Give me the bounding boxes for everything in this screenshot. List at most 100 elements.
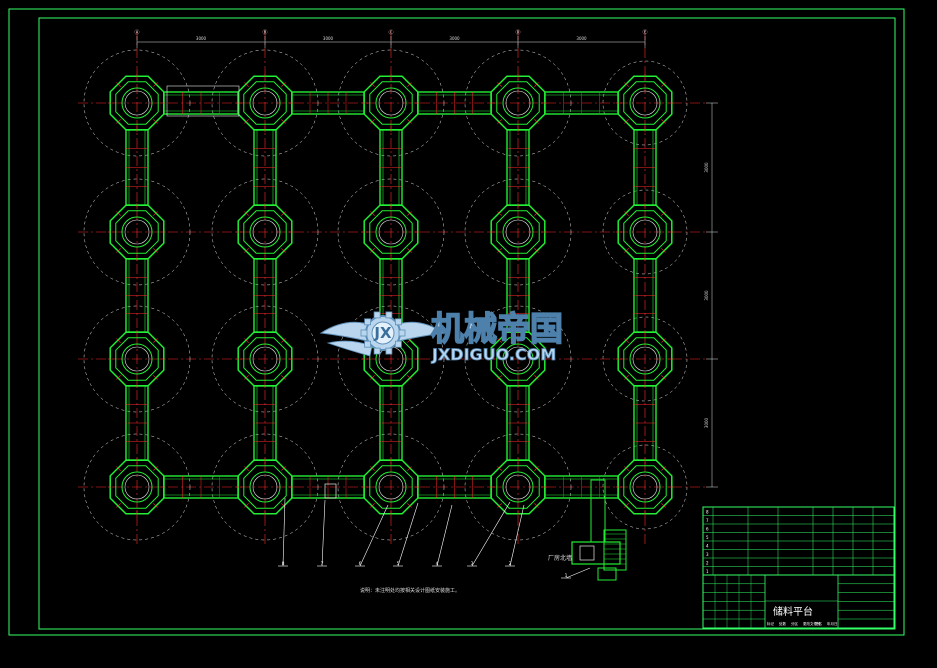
node-gusset (244, 375, 249, 380)
node-bore (124, 219, 150, 245)
section-detail (166, 85, 240, 117)
watermark-wings (319, 311, 446, 357)
node-gusset (153, 211, 158, 216)
silo-node (236, 458, 294, 516)
title-block: 87654321标记处数分区更改文件号签名年月日 (702, 506, 895, 629)
node-gusset (661, 338, 666, 343)
footer-label: 分区 (791, 621, 799, 626)
node-ring (375, 471, 407, 503)
footer-label: 签名 (815, 621, 822, 626)
node-gusset (497, 211, 502, 216)
node-gusset (624, 119, 629, 124)
silo-node (108, 203, 166, 261)
node-gusset (624, 82, 629, 87)
node-ring (375, 87, 407, 119)
silo-circle (211, 49, 319, 157)
node-gusset (534, 82, 539, 87)
node-gusset (497, 248, 502, 253)
wing-left-lower (326, 340, 373, 357)
node-gusset (153, 375, 158, 380)
node-gusset (370, 211, 375, 216)
node-inner-octagon (623, 465, 667, 509)
gear-tooth (364, 318, 372, 326)
node-inner-octagon (115, 81, 159, 125)
drawing-frame (8, 8, 905, 636)
node-gusset (370, 503, 375, 508)
silo-node (362, 74, 420, 132)
silo-circle (464, 178, 572, 286)
hatch-block (324, 483, 337, 499)
rev-row-number: 4 (706, 544, 709, 549)
node-ring (629, 471, 661, 503)
node-gusset (116, 248, 121, 253)
node-ring (629, 343, 661, 375)
footer-label: 更改文件号 (803, 621, 821, 626)
leader-line (359, 504, 389, 567)
silo-node (489, 330, 547, 388)
node-gusset (281, 375, 286, 380)
silo-node (616, 458, 674, 516)
node-bore (252, 219, 278, 245)
node-bore (378, 219, 404, 245)
node-outer-octagon (617, 459, 673, 515)
silo-circle (602, 60, 688, 146)
node-outer-octagon (490, 331, 546, 387)
part-number: 4 (436, 561, 439, 567)
node-gusset (497, 503, 502, 508)
node-gusset (497, 119, 502, 124)
node-inner-octagon (115, 210, 159, 254)
gear-hub (371, 321, 395, 345)
node-inner-octagon (115, 465, 159, 509)
node-inner-octagon (115, 337, 159, 381)
column-tag: Ⓑ (262, 29, 267, 36)
node-bore (632, 346, 658, 372)
node-gusset (370, 248, 375, 253)
dim-text-right: 3000 (704, 417, 709, 428)
node-bore (632, 90, 658, 116)
node-bore (252, 474, 278, 500)
node-bore (505, 346, 531, 372)
node-gusset (661, 119, 666, 124)
silo-circle (211, 305, 319, 413)
node-gusset (153, 248, 158, 253)
silo-node (616, 330, 674, 388)
node-gusset (661, 466, 666, 471)
node-gusset (407, 338, 412, 343)
node-bore (124, 346, 150, 372)
leader-line (471, 501, 511, 567)
stair-frame (603, 529, 627, 571)
node-gusset (370, 119, 375, 124)
silo-circle (464, 433, 572, 541)
dim-text-top: 3000 (323, 36, 334, 41)
silo-node (489, 74, 547, 132)
part-number: 3 (471, 561, 474, 567)
node-gusset (661, 211, 666, 216)
silo-circle (602, 316, 688, 402)
node-gusset (407, 466, 412, 471)
node-gusset (407, 82, 412, 87)
node-gusset (661, 82, 666, 87)
node-bore (124, 474, 150, 500)
node-outer-octagon (109, 331, 165, 387)
drawing-name: 储料平台 (773, 605, 813, 618)
node-outer-octagon (617, 75, 673, 131)
node-outer-octagon (490, 204, 546, 260)
node-gusset (534, 375, 539, 380)
gear-tooth (394, 340, 402, 348)
silo-circle (83, 49, 191, 157)
node-gusset (661, 503, 666, 508)
node-inner-octagon (623, 81, 667, 125)
part-number: 1 (565, 573, 568, 579)
leader-line (282, 497, 286, 567)
watermark-logo: JX 机械帝国 JXDIGUO.COM (319, 308, 564, 364)
dim-text-top: 3000 (576, 36, 587, 41)
part-number: 2 (509, 561, 512, 567)
node-outer-octagon (109, 459, 165, 515)
node-gusset (624, 466, 629, 471)
node-bore (505, 90, 531, 116)
column-tag: Ⓔ (642, 29, 647, 36)
node-gusset (661, 248, 666, 253)
hopper-outlet (579, 545, 595, 561)
detail-parts (166, 85, 627, 581)
silo-node (489, 203, 547, 261)
